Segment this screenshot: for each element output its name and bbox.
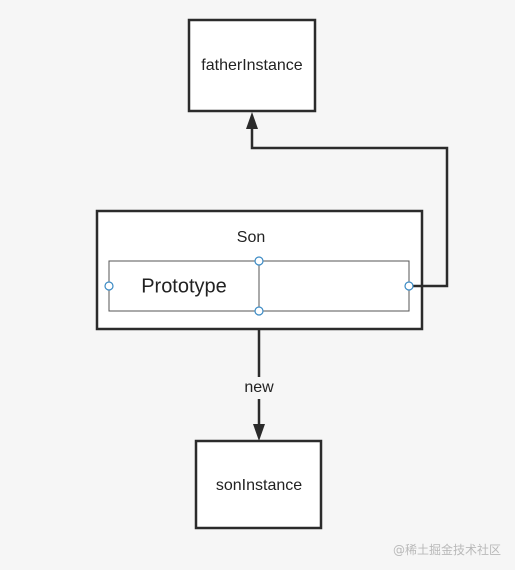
- father-instance-label: fatherInstance: [201, 57, 303, 74]
- son-instance-box: [194, 439, 323, 530]
- son-instance-label: sonInstance: [216, 477, 302, 494]
- connection-handle-right[interactable]: [404, 281, 414, 291]
- new-edge-label-background: [240, 377, 278, 399]
- prototype-field[interactable]: Prototype: [108, 260, 410, 312]
- father-instance-box: [187, 18, 317, 113]
- prototype-label: Prototype: [141, 275, 227, 297]
- connection-handle-left[interactable]: [104, 281, 114, 291]
- son-label: Son: [237, 229, 265, 246]
- son-instance-node[interactable]: sonInstance: [194, 439, 323, 530]
- father-instance-node[interactable]: fatherInstance: [187, 18, 317, 113]
- watermark-text: @稀土掘金技术社区: [392, 543, 501, 557]
- son-instance-arrow-head-icon: [253, 424, 265, 441]
- connection-handle-top[interactable]: [254, 256, 264, 266]
- father-arrow-head-icon: [246, 112, 258, 129]
- new-edge-label: new: [244, 379, 274, 396]
- connection-handle-bottom[interactable]: [254, 306, 264, 316]
- prototype-to-father-connector[interactable]: [250, 128, 449, 288]
